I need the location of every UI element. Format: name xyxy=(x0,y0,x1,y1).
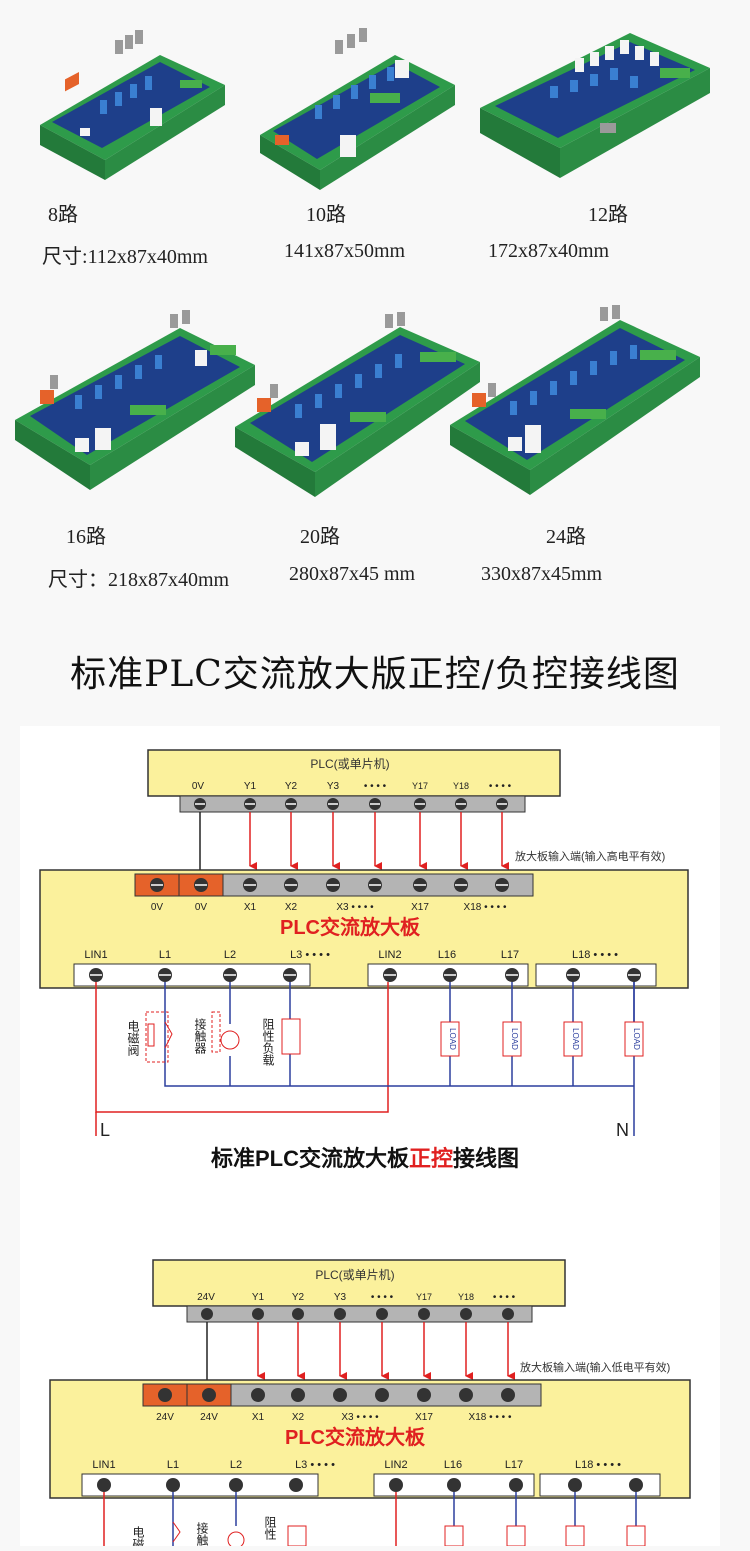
product-channels-10: 10路 xyxy=(306,204,346,226)
product-channels-20: 20路 xyxy=(300,526,340,548)
svg-text:24V: 24V xyxy=(156,1412,174,1423)
product-size-12: 172x87x40mm xyxy=(488,240,610,262)
svg-text:X18 • • • •: X18 • • • • xyxy=(469,1412,512,1423)
svg-text:Y3: Y3 xyxy=(327,781,340,792)
diagram-negative: PLC(或单片机) 24V Y1 Y2 Y3 • • • • Y17 Y18 •… xyxy=(49,1259,691,1550)
svg-text:• • • •: • • • • xyxy=(364,781,387,792)
svg-text:X18 • • • •: X18 • • • • xyxy=(464,902,507,913)
svg-text:0V: 0V xyxy=(151,902,164,913)
svg-text:LOAD: LOAD xyxy=(632,1028,641,1050)
product-size-16: 尺寸：218x87x40mm xyxy=(48,569,230,591)
svg-text:Y17: Y17 xyxy=(412,781,428,791)
plc-label: PLC(或单片机) xyxy=(310,757,389,771)
svg-text:Y2: Y2 xyxy=(292,1292,305,1303)
board-photo-24ch xyxy=(450,305,700,495)
product-size-24: 330x87x45mm xyxy=(481,563,603,585)
svg-text:L18 • • • •: L18 • • • • xyxy=(572,949,618,961)
board-photo-10ch xyxy=(260,28,455,190)
product-channels-24: 24路 xyxy=(546,526,586,548)
svg-text:Y18: Y18 xyxy=(458,1292,474,1302)
product-channels-16: 16路 xyxy=(66,526,106,548)
svg-text:LOAD: LOAD xyxy=(448,1028,457,1050)
svg-text:接触: 接触 xyxy=(195,1521,209,1546)
line-n-label: N xyxy=(616,1120,629,1140)
board-photo-8ch xyxy=(40,30,225,180)
svg-text:阻性: 阻性 xyxy=(263,1516,277,1541)
plc-out-0v: 0V xyxy=(192,781,205,792)
svg-text:L18 • • • •: L18 • • • • xyxy=(575,1459,621,1471)
svg-text:Y3: Y3 xyxy=(334,1292,347,1303)
svg-text:LIN1: LIN1 xyxy=(84,949,107,961)
product-channels-12: 12路 xyxy=(588,204,628,226)
board-photo-12ch xyxy=(480,33,710,178)
svg-text:Y1: Y1 xyxy=(252,1292,265,1303)
svg-text:L2: L2 xyxy=(230,1459,242,1471)
svg-text:Y2: Y2 xyxy=(285,781,298,792)
input-note: 放大板输入端(输入高电平有效) xyxy=(515,849,665,863)
plc-box-2 xyxy=(152,1259,566,1307)
svg-text:LIN2: LIN2 xyxy=(384,1459,407,1471)
load-valve: 电磁阀 xyxy=(126,1020,140,1057)
board-title: PLC交流放大板 xyxy=(280,915,421,939)
svg-text:L17: L17 xyxy=(501,949,519,961)
svg-text:LIN1: LIN1 xyxy=(92,1459,115,1471)
svg-text:L16: L16 xyxy=(438,949,456,961)
svg-text:Y1: Y1 xyxy=(244,781,257,792)
wiring-diagram-panel: PLC(或单片机) 0V Y1 Y2 Y3 • • • • Y17 Y18 • … xyxy=(20,726,720,1550)
svg-text:PLC交流放大板: PLC交流放大板 xyxy=(285,1425,426,1449)
svg-text:LIN2: LIN2 xyxy=(378,949,401,961)
svg-text:X1: X1 xyxy=(244,902,257,913)
svg-text:• • • •: • • • • xyxy=(371,1292,394,1303)
svg-text:LOAD: LOAD xyxy=(510,1028,519,1050)
svg-text:• • • •: • • • • xyxy=(489,781,512,792)
product-size-8: 尺寸:112x87x40mm xyxy=(42,246,208,268)
svg-text:L1: L1 xyxy=(167,1459,179,1471)
svg-text:电磁: 电磁 xyxy=(131,1526,145,1546)
product-channels-8: 8路 xyxy=(48,204,78,226)
line-l-label: L xyxy=(100,1120,110,1140)
section-heading: 标准PLC交流放大版正控/负控接线图 xyxy=(70,654,680,695)
diagram1-caption: 标准PLC交流放大板正控接线图 xyxy=(211,1146,519,1171)
load-contactor: 接触器 xyxy=(193,1017,207,1055)
svg-text:Y18: Y18 xyxy=(453,781,469,791)
plc-box xyxy=(147,749,561,797)
svg-text:L3 • • • •: L3 • • • • xyxy=(295,1459,335,1471)
svg-text:L17: L17 xyxy=(505,1459,523,1471)
svg-text:X3 • • • •: X3 • • • • xyxy=(336,902,374,913)
svg-text:24V: 24V xyxy=(197,1292,215,1303)
svg-text:X2: X2 xyxy=(292,1412,305,1423)
svg-text:X3 • • • •: X3 • • • • xyxy=(341,1412,379,1423)
svg-text:Y17: Y17 xyxy=(416,1292,432,1302)
svg-text:X1: X1 xyxy=(252,1412,265,1423)
load-resistive: 阻性负载 xyxy=(261,1018,275,1067)
svg-text:LOAD: LOAD xyxy=(571,1028,580,1050)
board-photo-16ch xyxy=(15,310,255,490)
product-size-20: 280x87x45 mm xyxy=(289,563,416,585)
svg-text:X17: X17 xyxy=(411,902,429,913)
input-note-2: 放大板输入端(输入低电平有效) xyxy=(520,1360,670,1374)
product-size-10: 141x87x50mm xyxy=(284,240,406,262)
svg-text:L1: L1 xyxy=(159,949,171,961)
svg-text:L3 • • • •: L3 • • • • xyxy=(290,949,330,961)
svg-text:PLC(或单片机): PLC(或单片机) xyxy=(315,1268,394,1282)
svg-text:X17: X17 xyxy=(415,1412,433,1423)
svg-text:L2: L2 xyxy=(224,949,236,961)
svg-text:0V: 0V xyxy=(195,902,208,913)
svg-text:• • • •: • • • • xyxy=(493,1292,516,1303)
svg-text:L16: L16 xyxy=(444,1459,462,1471)
svg-text:X2: X2 xyxy=(285,902,298,913)
diagram-positive: PLC(或单片机) 0V Y1 Y2 Y3 • • • • Y17 Y18 • … xyxy=(39,749,689,1171)
board-photo-20ch xyxy=(235,312,480,497)
svg-text:24V: 24V xyxy=(200,1412,218,1423)
